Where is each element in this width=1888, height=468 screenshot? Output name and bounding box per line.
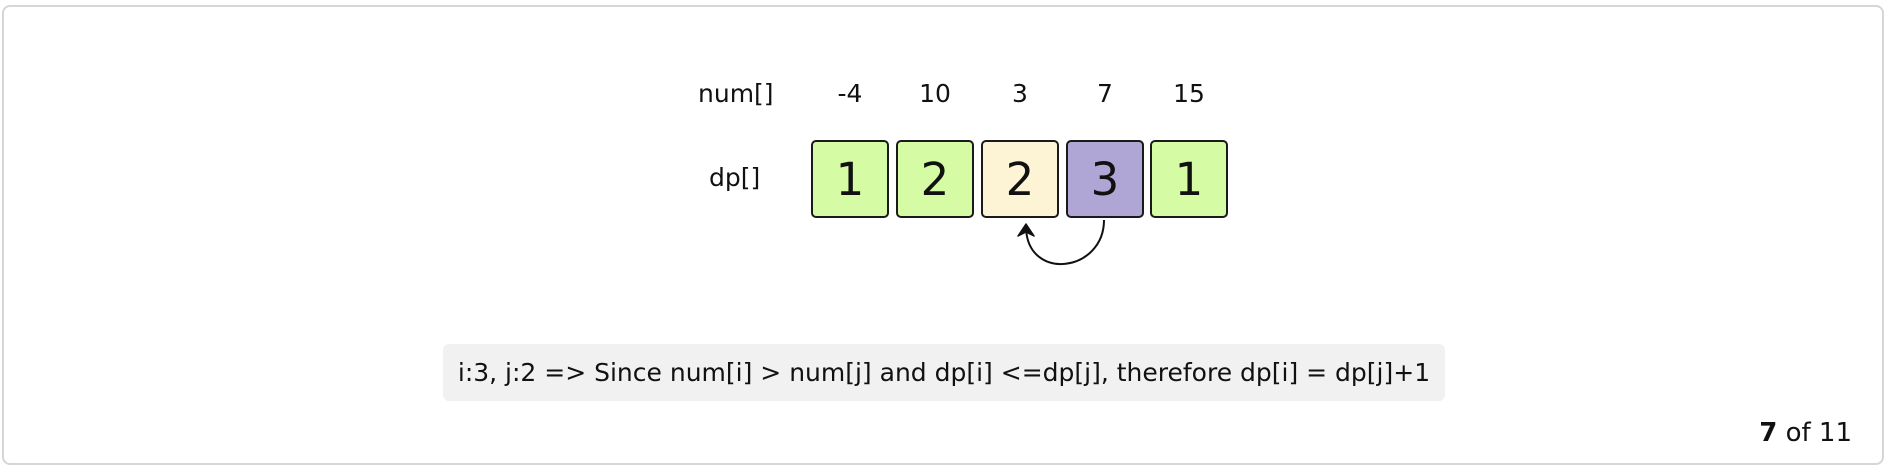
- explanation-text: i:3, j:2 => Since num[i] > num[j] and dp…: [457, 358, 1431, 387]
- dp-cell: 2: [896, 140, 974, 218]
- num-value: 10: [919, 79, 951, 108]
- pager-current: 7: [1759, 418, 1778, 448]
- dp-array-label: dp[]: [709, 163, 761, 192]
- step-explanation: i:3, j:2 => Since num[i] > num[j] and dp…: [443, 344, 1445, 401]
- dp-cell: 1: [1150, 140, 1228, 218]
- num-value: 3: [1012, 79, 1028, 108]
- dp-cell: 3: [1066, 140, 1144, 218]
- dp-cell: 1: [811, 140, 889, 218]
- slide-pager: 7 of 11: [1759, 418, 1852, 448]
- num-value: 7: [1097, 79, 1113, 108]
- num-array-label: num[]: [698, 79, 774, 108]
- pager-separator: of: [1777, 418, 1819, 448]
- dp-cell: 2: [981, 140, 1059, 218]
- num-value: 15: [1173, 79, 1205, 108]
- pager-total: 11: [1818, 418, 1852, 448]
- num-value: -4: [837, 79, 863, 108]
